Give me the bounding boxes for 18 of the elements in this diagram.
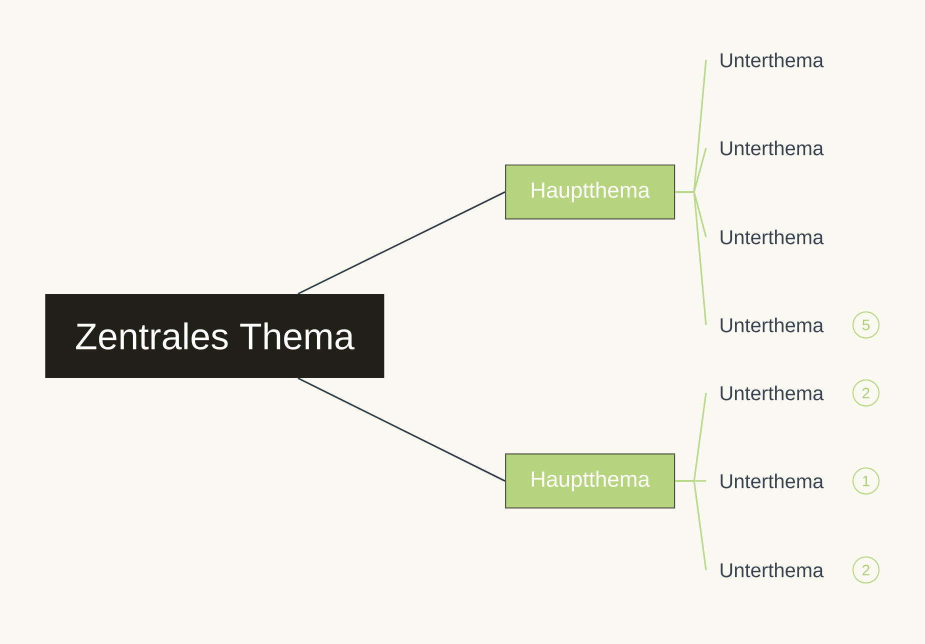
subtopic-label: Unterthema (720, 474, 824, 488)
count-badge: 2 (852, 379, 880, 407)
count-badge: 2 (852, 556, 880, 584)
main-topic-box: Hauptthema (505, 164, 676, 220)
central-topic-box: Zentrales Thema (45, 294, 384, 378)
count-badge: 5 (852, 311, 880, 339)
subtopic-label: Unterthema (720, 230, 824, 244)
count-badge: 1 (852, 467, 880, 495)
branch-line (298, 377, 506, 482)
subtopic-label: Unterthema (720, 140, 824, 156)
branch-line (298, 191, 506, 294)
branch-line (675, 480, 707, 570)
branch-line (675, 191, 707, 326)
subtopic-label: Unterthema (720, 52, 824, 68)
main-topic-box: Hauptthema (505, 453, 676, 509)
subtopic-label: Unterthema (720, 318, 824, 332)
subtopic-label: Unterthema (720, 562, 824, 578)
subtopic-label: Unterthema (720, 386, 824, 400)
